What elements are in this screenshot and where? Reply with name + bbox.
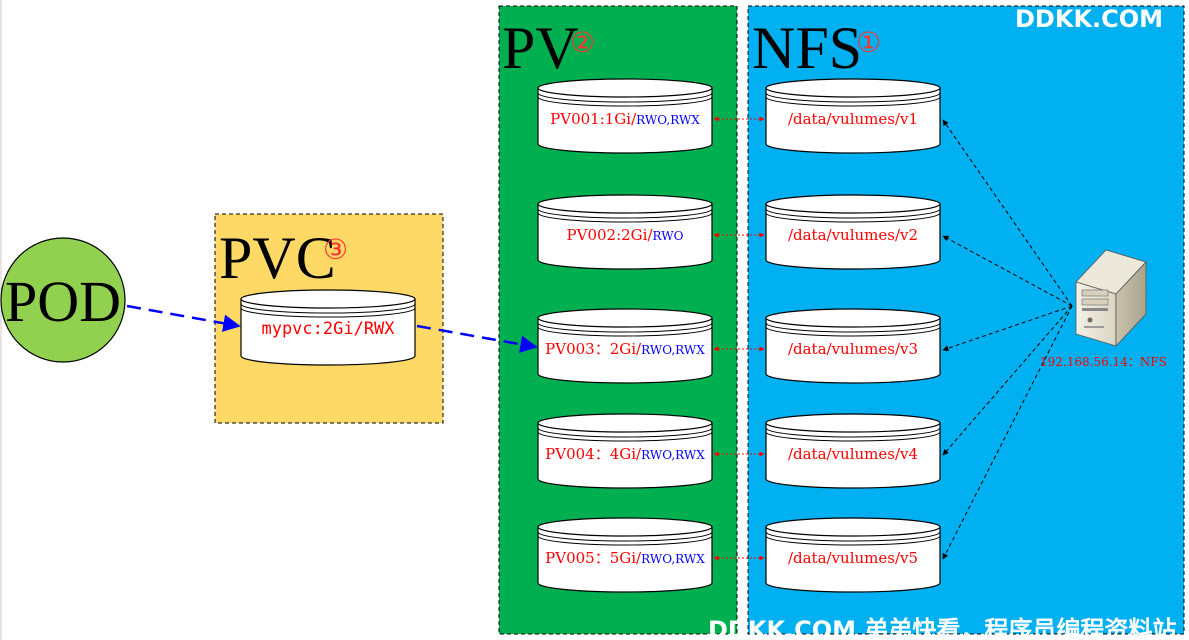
pv-volume-name: PV003：2Gi/ xyxy=(545,340,642,358)
pod-to-pvc-arrow xyxy=(126,304,241,332)
server-to-nfs-arrow xyxy=(942,305,1073,456)
pv-number: ② xyxy=(570,26,595,59)
pvc-claim-label: mypvc:2Gi/RWX xyxy=(261,319,395,339)
pv-volume-name: PV002:2Gi/ xyxy=(567,226,654,244)
nfs-path-cylinder: /data/vulumes/v2 xyxy=(765,194,941,270)
server-to-nfs-lines xyxy=(942,119,1073,560)
pvc-to-pv003-arrow xyxy=(416,324,538,353)
nfs-path-label: /data/vulumes/v1 xyxy=(788,110,918,128)
pv-volume-cylinder: PV004：4Gi/RWO,RWX xyxy=(537,413,713,489)
pv-volume-modes: RWO,RWX xyxy=(641,448,705,462)
pv-volume-cylinder: PV005：5Gi/RWO,RWX xyxy=(537,517,713,593)
nfs-number: ① xyxy=(856,26,881,59)
pv-volume-modes: RWO xyxy=(653,229,684,243)
server-to-nfs-arrow xyxy=(942,235,1073,307)
pv-volume-label: PV002:2Gi/RWO xyxy=(567,226,684,244)
pv-volume-modes: RWO,RWX xyxy=(641,343,705,357)
nfs-path-label: /data/vulumes/v4 xyxy=(788,445,918,463)
pod-label: POD xyxy=(5,269,121,334)
pv-volume-label: PV005：5Gi/RWO,RWX xyxy=(545,549,705,567)
pvc-cylinder: mypvc:2Gi/RWX xyxy=(240,289,416,366)
nfs-path-list: /data/vulumes/v1/data/vulumes/v2/data/vu… xyxy=(765,78,941,593)
pv-volume-cylinder: PV002:2Gi/RWO xyxy=(537,194,713,270)
pv-title: PV xyxy=(502,15,579,81)
nfs-path-label: /data/vulumes/v3 xyxy=(788,340,918,358)
pv-volume-name: PV001:1Gi/ xyxy=(550,110,637,128)
nfs-path-cylinder: /data/vulumes/v4 xyxy=(765,413,941,489)
pv-volume-list: PV001:1Gi/RWO,RWX PV002:2Gi/RWO PV003：2Gi/… xyxy=(537,78,713,593)
pv-volume-name: PV004：4Gi/ xyxy=(545,445,642,463)
server-to-nfs-arrow xyxy=(942,305,1073,560)
footer-watermark: DDKK.COM 弟弟快看，程序员编程资料站 xyxy=(708,616,1176,640)
pv-volume-label: PV004：4Gi/RWO,RWX xyxy=(545,445,705,463)
server-to-nfs-arrow xyxy=(942,305,1073,352)
nfs-path-label: /data/vulumes/v2 xyxy=(788,226,918,244)
pvc-number: ③ xyxy=(323,233,348,266)
pv-volume-label: PV001:1Gi/RWO,RWX xyxy=(550,110,700,128)
pv-volume-cylinder: PV001:1Gi/RWO,RWX xyxy=(537,78,713,154)
brand-watermark: DDKK.COM xyxy=(1015,5,1163,33)
server-tower-icon xyxy=(1075,249,1147,348)
server-address-label: 192.168.56.14：NFS xyxy=(1040,355,1167,369)
pod-circle xyxy=(0,237,126,363)
pv-volume-modes: RWO,RWX xyxy=(636,113,700,127)
nfs-path-cylinder: /data/vulumes/v3 xyxy=(765,308,941,384)
pv-nfs-links xyxy=(713,116,765,561)
nfs-title: NFS xyxy=(752,15,862,81)
pvc-title: PVC xyxy=(219,225,336,291)
nfs-path-label: /data/vulumes/v5 xyxy=(788,549,918,567)
pv-volume-label: PV003：2Gi/RWO,RWX xyxy=(545,340,705,358)
pv-volume-cylinder: PV003：2Gi/RWO,RWX xyxy=(537,308,713,384)
pv-volume-name: PV005：5Gi/ xyxy=(545,549,642,567)
nfs-path-cylinder: /data/vulumes/v5 xyxy=(765,517,941,593)
server-to-nfs-arrow xyxy=(942,119,1073,307)
pv-volume-modes: RWO,RWX xyxy=(641,552,705,566)
nfs-path-cylinder: /data/vulumes/v1 xyxy=(765,78,941,154)
